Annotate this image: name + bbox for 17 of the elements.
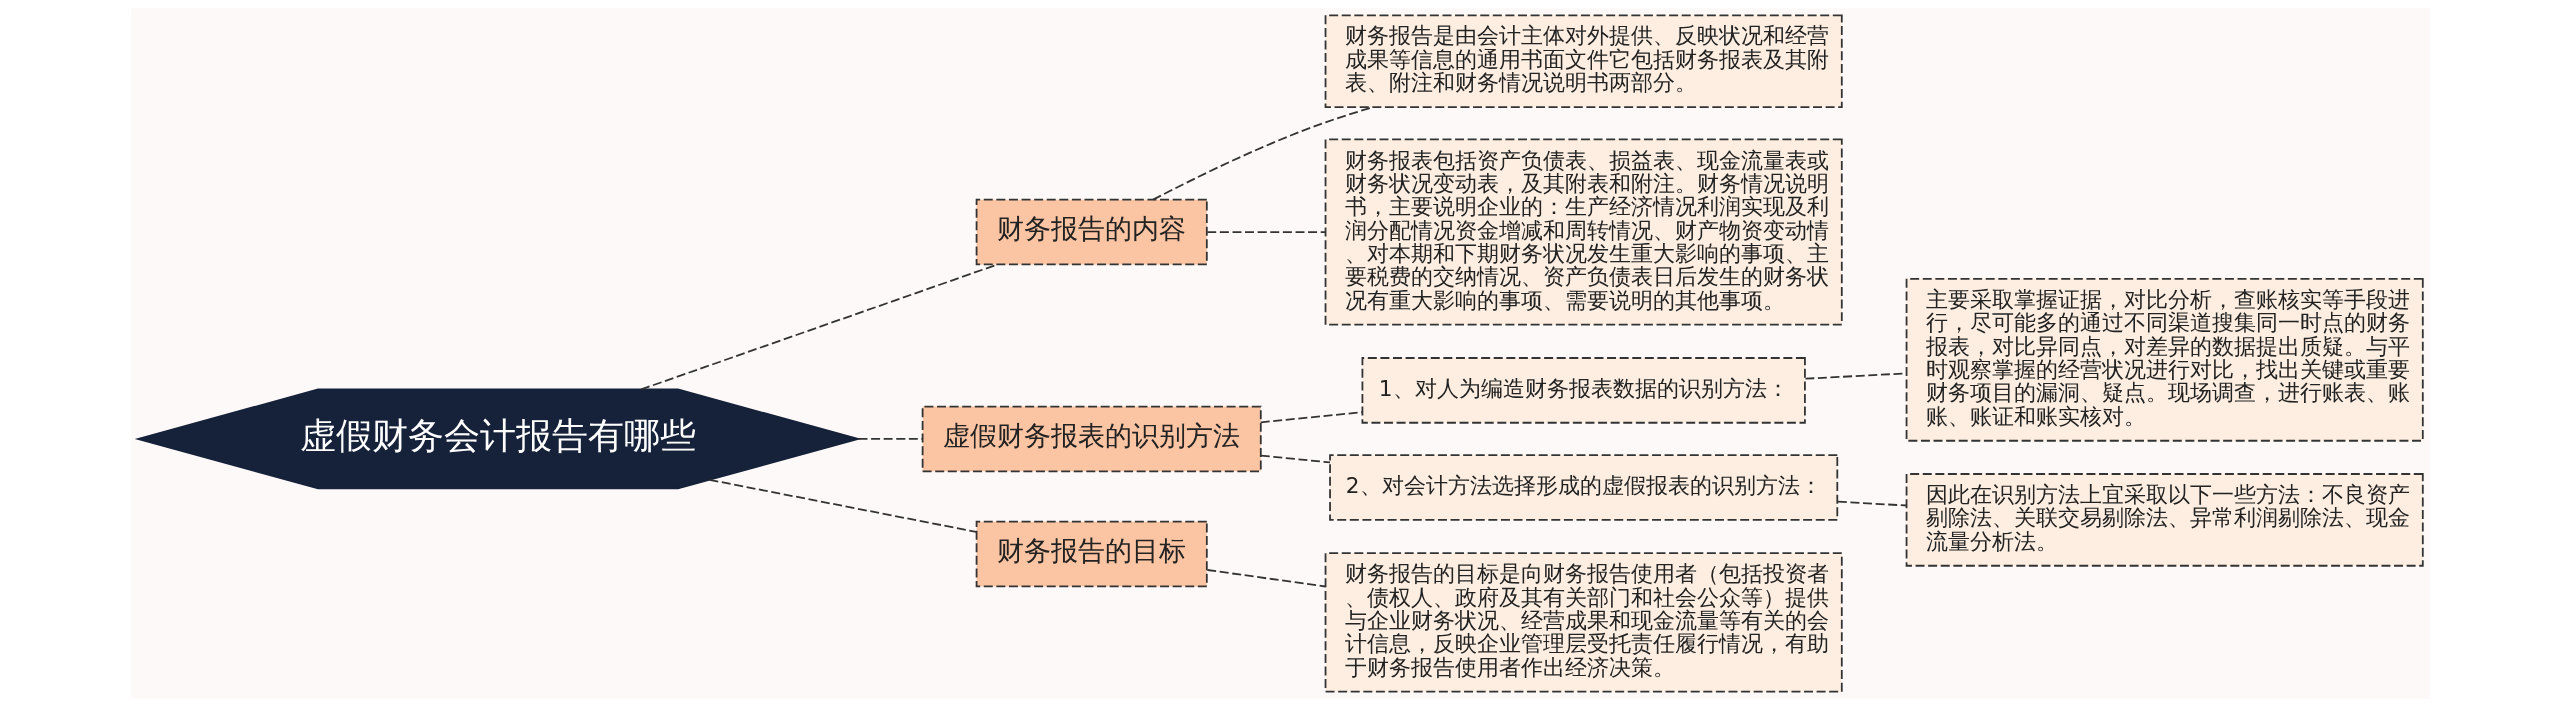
node-box: 财务报告的目标 — [975, 520, 1208, 588]
node-box: 财务报表包括资产负债表、损益表、现金流量表或财务状况变动表，及其附表和附注。财务情况说明书，主要说明企业的：生产经济情况利润实现及利润分配情况资金增减和周转情况、财产物资变动情、对本期和下期财务状况发生重大影响的事项、主要税费的交纳情况、资产负债表日后发生的财务状况有重大影响的事项、需要说明的其他事项。 — [1324, 138, 1843, 326]
connector — [708, 478, 977, 533]
connector — [1836, 500, 1907, 507]
node-box: 主要采取掌握证据，对比分析，查账核实等手段进行，尽可能多的通过不同渠道搜集同一时点的财务报表，对比异同点，对差异的数据提出质疑。与平时观察掌握的经营状况进行对比，找出关键或重要财务项目的漏洞、疑点。现场调查，进行账表、账账、账证和账实核对。 — [1905, 277, 2424, 442]
connector — [1206, 569, 1326, 588]
node-box: 2、对会计方法选择形成的虚假报表的识别方法： — [1328, 454, 1838, 521]
node-box: 虚假财务报表的识别方法 — [921, 405, 1262, 473]
connector — [857, 438, 923, 440]
connector — [1206, 231, 1326, 233]
connector — [1259, 454, 1331, 464]
node-box: 财务报告是由会计主体对外提供、反映状况和经营成果等信息的通用书面文件它包括财务报表及其附表、附注和财务情况说明书两部分。 — [1324, 14, 1843, 108]
node-box: 财务报告的内容 — [975, 198, 1208, 266]
node-box: 因此在识别方法上宜采取以下一些方法：不良资产剔除法、关联交易剔除法、异常利润剔除法、现金流量分析法。 — [1905, 473, 2424, 567]
node-box: 1、对人为编造财务报表数据的识别方法： — [1361, 357, 1806, 424]
node-box: 财务报告的目标是向财务报告使用者（包括投资者、债权人、政府及其有关部门和社会公众等）提供与企业财务状况、经营成果和现金流量等有关的会计信息，反映企业管理层受托责任履行情况，有助于财务报告使用者作出经济决策。 — [1324, 552, 1843, 693]
connector — [1259, 411, 1363, 424]
